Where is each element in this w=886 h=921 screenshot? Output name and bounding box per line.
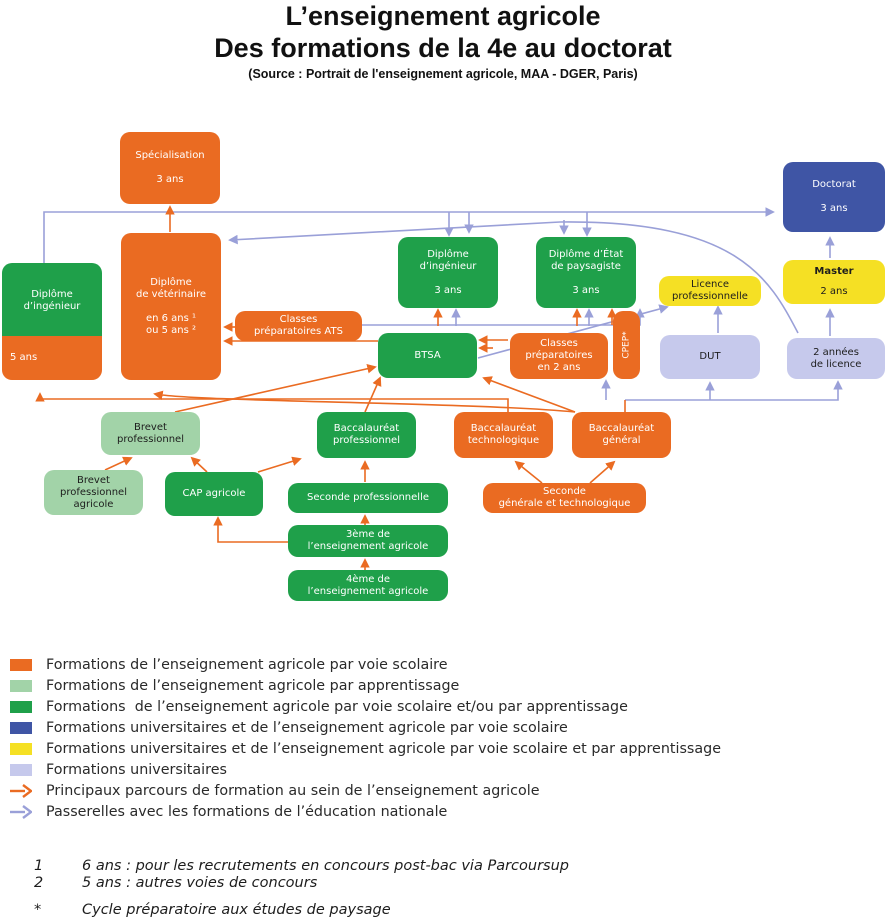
yellow-square-icon <box>10 742 32 755</box>
seconde-pro-node: Seconde professionnelle <box>288 483 448 513</box>
classes-prepa-ats-node: Classes préparatoires ATS <box>235 311 362 341</box>
diplome-ingenieur-left-duration: 5 ans <box>2 336 102 380</box>
cpep-node: CPEP* <box>613 311 640 379</box>
diplome-ingenieur-left-node: Diplôme d’ingénieur 5 ans <box>2 263 102 380</box>
lavender-arrow-icon <box>10 804 32 819</box>
annees-licence-node: 2 années de licence <box>787 338 885 379</box>
brevet-professionnel-node: Brevet professionnel <box>101 412 200 455</box>
licence-pro-node: Licence professionnelle <box>659 276 761 306</box>
navy-square-icon <box>10 721 32 734</box>
orange-square-icon <box>10 658 32 671</box>
legend-item: Formations de l’enseignement agricole pa… <box>10 675 459 696</box>
cpep-label: CPEP* <box>621 331 632 359</box>
footnote-star: *Cycle préparatoire aux études de paysag… <box>34 902 391 918</box>
diplome-ingenieur-left-label: Diplôme d’ingénieur <box>2 263 102 336</box>
legend-item: Formations de l’enseignement agricole pa… <box>10 696 628 717</box>
quatrieme-node: 4ème de l’enseignement agricole <box>288 570 448 601</box>
legend-item: Formations universitaires <box>10 759 227 780</box>
light-green-square-icon <box>10 679 32 692</box>
bac-techno-node: Baccalauréat technologique <box>454 412 553 458</box>
legend-item: Principaux parcours de formation au sein… <box>10 780 540 801</box>
legend-item: Formations universitaires et de l’enseig… <box>10 738 721 759</box>
brevet-pro-agricole-node: Brevet professionnel agricole <box>44 470 143 515</box>
bac-general-node: Baccalauréat général <box>572 412 671 458</box>
bac-pro-node: Baccalauréat professionnel <box>317 412 416 458</box>
diagram-title: L’enseignement agricole <box>285 1 601 31</box>
orange-arrow-icon <box>10 783 32 798</box>
btsa-node: BTSA <box>378 333 477 378</box>
lavender-square-icon <box>10 763 32 776</box>
source-note: (Source : Portrait de l'enseignement agr… <box>248 67 638 81</box>
seconde-gt-node: Seconde générale et technologique <box>483 483 646 513</box>
dut-node: DUT <box>660 335 760 379</box>
legend-item: Formations universitaires et de l’enseig… <box>10 717 568 738</box>
diagram-subtitle: Des formations de la 4e au doctorat <box>214 33 672 63</box>
green-square-icon <box>10 700 32 713</box>
legend-item: Formations de l’enseignement agricole pa… <box>10 654 448 675</box>
parcours-connectors <box>35 205 626 570</box>
classes-prepa-2ans-node: Classes préparatoires en 2 ans <box>510 333 608 379</box>
cap-agricole-node: CAP agricole <box>165 472 263 516</box>
troisieme-node: 3ème de l’enseignement agricole <box>288 525 448 557</box>
legend-item: Passerelles avec les formations de l’édu… <box>10 801 447 822</box>
